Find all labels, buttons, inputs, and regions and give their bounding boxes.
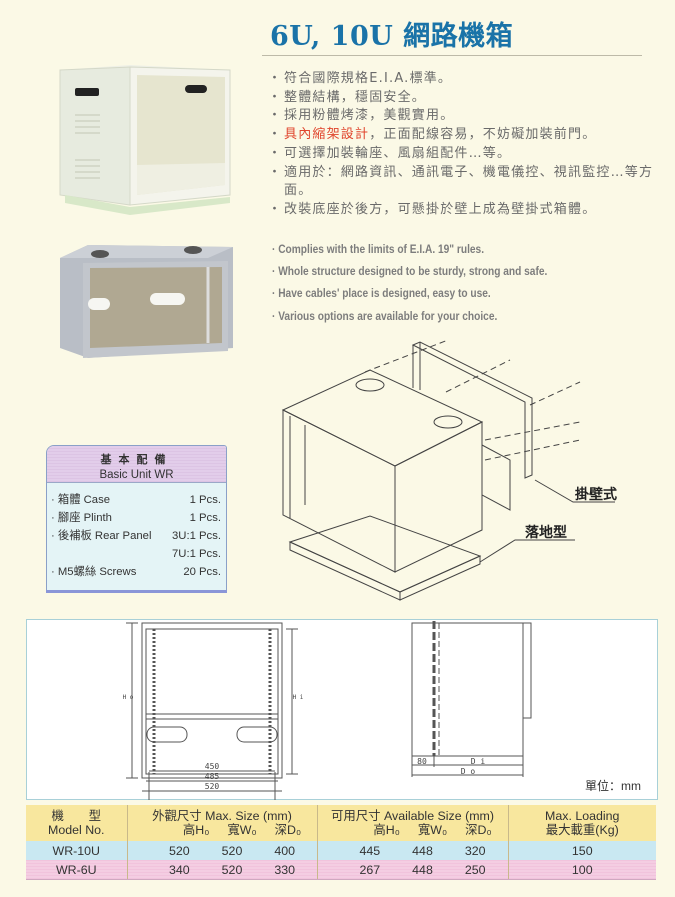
features-zh-list: ・符合國際規格E.I.A.標準。 ・整體結構，穩固安全。 ・採用粉體烤漆，美觀實… bbox=[268, 70, 668, 220]
dim-outer-height: H o bbox=[123, 694, 134, 701]
header-loading-en: Max. Loading bbox=[545, 809, 620, 823]
feature-zh-item: ・採用粉體烤漆，美觀實用。 bbox=[268, 108, 455, 124]
exploded-view-diagram: 掛壁式 落地型 bbox=[281, 339, 617, 601]
product-photo-10u bbox=[59, 65, 231, 215]
feature-en-item: · Whole structure designed to be sturdy,… bbox=[272, 264, 548, 279]
dim-inner-depth: D i bbox=[471, 757, 486, 766]
feature-zh-item: ・改裝底座於後方，可懸掛於壁上成為壁掛式箱體。 bbox=[268, 201, 597, 217]
technical-drawing-panel bbox=[26, 619, 658, 800]
label-floor-stand: 落地型 bbox=[525, 524, 567, 541]
title-divider bbox=[262, 55, 642, 56]
header-loading-zh: 最大載重(Kg) bbox=[545, 823, 619, 837]
feature-zh-item: ・可選擇加裝輪座、風扇組配件…等。 bbox=[268, 145, 512, 161]
product-photo-6u bbox=[60, 245, 233, 358]
feature-zh-item: ・整體結構，穩固安全。 bbox=[268, 89, 427, 105]
basic-unit-title-en: Basic Unit WR bbox=[99, 469, 174, 481]
technical-drawing: 450 485 520 80 D i D o H o H i bbox=[123, 621, 532, 800]
feature-zh-item: ・具內縮架設計，正面配線容易，不妨礙加裝前門。 bbox=[268, 127, 597, 143]
features-en-list: · Complies with the limits of E.I.A. 19"… bbox=[272, 238, 602, 327]
feature-en-item: · Have cables' place is designed, easy t… bbox=[272, 286, 491, 301]
feature-en-item: · Complies with the limits of E.I.A. 19"… bbox=[272, 242, 485, 256]
page-title: 6U, 10U 網路機箱 bbox=[270, 21, 514, 52]
dim-rail-width: 485 bbox=[205, 772, 220, 781]
dim-outer-depth: D o bbox=[461, 767, 476, 776]
unit-label: 單位：mm bbox=[585, 779, 641, 793]
dim-offset: 80 bbox=[417, 757, 427, 766]
header-max-size: 外觀尺寸 Max. Size (mm) bbox=[152, 809, 292, 823]
feature-en-item: · Various options are available for your… bbox=[272, 308, 498, 323]
basic-unit-item: 7U:1 Pcs. bbox=[172, 548, 221, 560]
basic-unit-underline bbox=[46, 590, 227, 593]
basic-unit-header: 基本配備 Basic Unit WR bbox=[47, 446, 226, 483]
dim-inner-height: H i bbox=[293, 694, 304, 701]
header-available-size: 可用尺寸 Available Size (mm) bbox=[331, 809, 494, 823]
header-model-en: Model No. bbox=[48, 823, 105, 837]
feature-highlight: 具內縮架設計 bbox=[284, 127, 370, 143]
basic-unit-title-zh: 基本配備 bbox=[100, 453, 173, 466]
header-model-zh: 機 型 bbox=[51, 809, 102, 823]
feature-zh-item: ・符合國際規格E.I.A.標準。 bbox=[268, 71, 453, 86]
dim-inner-width: 450 bbox=[205, 762, 220, 771]
feature-zh-item: ・適用於：網路資訊、通訊電子、機電儀控、視訊監控…等方面。 bbox=[268, 164, 654, 199]
dim-outer-width: 520 bbox=[205, 782, 220, 791]
label-wall-mount: 掛壁式 bbox=[575, 486, 617, 503]
